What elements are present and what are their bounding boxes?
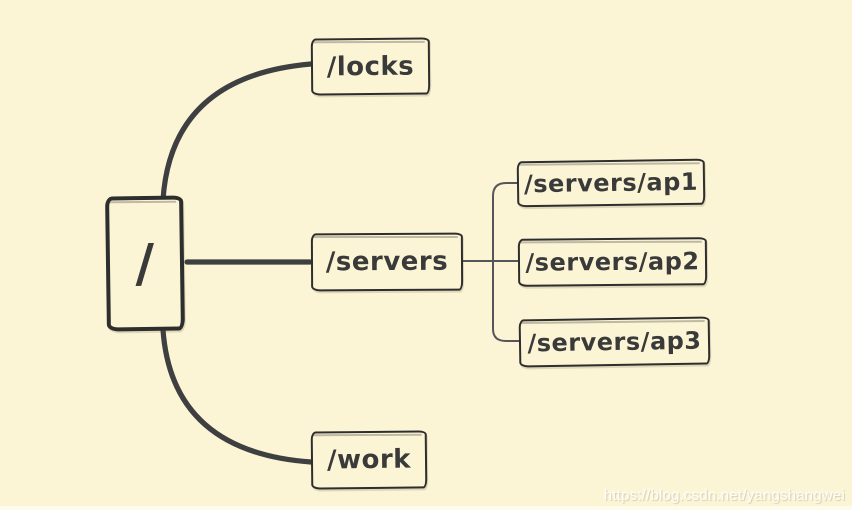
node-servers-ap3-label: /servers/ap3 <box>527 326 702 358</box>
node-work-label: /work <box>326 444 412 476</box>
node-locks-label: /locks <box>326 51 415 82</box>
node-servers: /servers <box>310 232 464 292</box>
node-servers-ap1-label: /servers/ap1 <box>523 167 699 199</box>
node-servers-ap2: /servers/ap2 <box>517 237 708 287</box>
edge-servers-bracket <box>492 182 522 342</box>
node-servers-label: /servers <box>325 246 449 278</box>
node-root-label: / <box>134 233 156 294</box>
node-servers-ap3: /servers/ap3 <box>518 316 711 368</box>
edge-root-to-work <box>160 327 314 465</box>
node-servers-ap1: /servers/ap1 <box>516 158 706 208</box>
node-locks: /locks <box>310 37 431 96</box>
bottom-edge-strip <box>0 506 852 510</box>
node-work: /work <box>310 430 428 490</box>
node-root: / <box>105 195 185 332</box>
csdn-blog-watermark: https://blog.csdn.net/yangshangwei <box>603 487 845 504</box>
node-servers-ap2-label: /servers/ap2 <box>525 247 700 277</box>
edge-root-to-locks <box>160 61 314 203</box>
